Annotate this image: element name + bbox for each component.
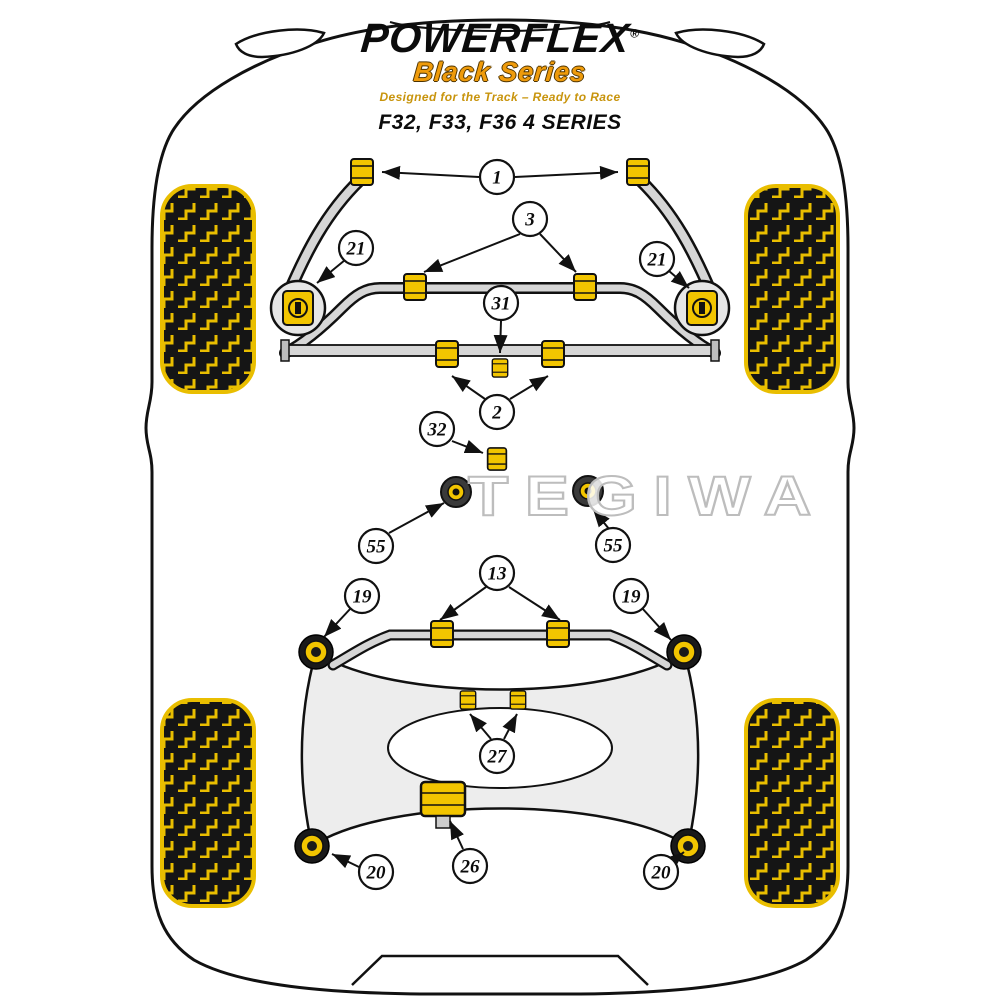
- tire-rear-left: [160, 698, 256, 908]
- bush-32: [486, 447, 508, 471]
- callout-26: 26: [451, 847, 489, 885]
- tire-front-left: [160, 184, 256, 394]
- callout-32: 32: [418, 410, 456, 448]
- bush-27-right: [509, 690, 527, 710]
- callout-21-left: 21: [337, 229, 375, 267]
- svg-text:21: 21: [647, 250, 667, 271]
- callout-3: 3: [511, 200, 549, 238]
- callout-19-left: 19: [343, 577, 381, 615]
- rear-arb-bush-left-13: [430, 620, 454, 648]
- center-bush-31: [491, 358, 509, 378]
- svg-text:3: 3: [524, 210, 535, 231]
- svg-text:19: 19: [622, 587, 642, 608]
- svg-text:2: 2: [491, 403, 502, 424]
- svg-text:13: 13: [488, 564, 507, 585]
- tire-front-right: [744, 184, 840, 394]
- mount-left-21: [269, 279, 327, 337]
- tire-rear-right: [744, 698, 840, 908]
- diff-mount-26: [419, 780, 467, 829]
- svg-text:20: 20: [651, 863, 672, 884]
- rear-arb-bush-right-13: [546, 620, 570, 648]
- arm-bush-left: [350, 158, 374, 186]
- callouts: 1 3 21 21 31 2 32 55 55 13 19 19: [337, 158, 680, 891]
- svg-text:55: 55: [367, 537, 387, 558]
- callout-31: 31: [482, 284, 520, 322]
- tires: [160, 184, 840, 908]
- callout-55-right: 55: [594, 526, 632, 564]
- callout-arrows: [316, 165, 690, 869]
- svg-text:32: 32: [427, 420, 448, 441]
- callout-13: 13: [478, 554, 516, 592]
- callout-21-right: 21: [638, 240, 676, 278]
- callout-19-right: 19: [612, 577, 650, 615]
- callout-20-left: 20: [357, 853, 395, 891]
- rear-subframe-mount-rear-left-20: [294, 828, 330, 864]
- svg-text:20: 20: [366, 863, 387, 884]
- svg-text:21: 21: [346, 239, 366, 260]
- svg-text:55: 55: [604, 536, 624, 557]
- svg-text:19: 19: [353, 587, 373, 608]
- callout-1: 1: [478, 158, 516, 196]
- rear-notch: [351, 954, 649, 986]
- front-arb-bush-right: [573, 273, 597, 301]
- mount-55-right: [572, 475, 604, 507]
- subframe-bush-left-2: [435, 340, 459, 368]
- callout-27: 27: [478, 737, 516, 775]
- hood-line: [389, 21, 611, 32]
- front-corner-left: [234, 28, 326, 59]
- mount-55-left: [440, 476, 472, 508]
- svg-text:31: 31: [491, 294, 511, 315]
- callout-20-right: 20: [642, 853, 680, 891]
- callout-2: 2: [478, 393, 516, 431]
- svg-text:27: 27: [487, 747, 509, 768]
- front-arb-bush-left: [403, 273, 427, 301]
- svg-text:1: 1: [492, 168, 502, 189]
- subframe-bush-right-2: [541, 340, 565, 368]
- callout-55-left: 55: [357, 527, 395, 565]
- svg-text:26: 26: [460, 857, 481, 878]
- mount-right-21: [673, 279, 731, 337]
- rear-anti-roll-bar: [327, 620, 673, 671]
- front-corner-right: [674, 28, 766, 59]
- bush-27-left: [459, 690, 477, 710]
- arm-bush-right: [626, 158, 650, 186]
